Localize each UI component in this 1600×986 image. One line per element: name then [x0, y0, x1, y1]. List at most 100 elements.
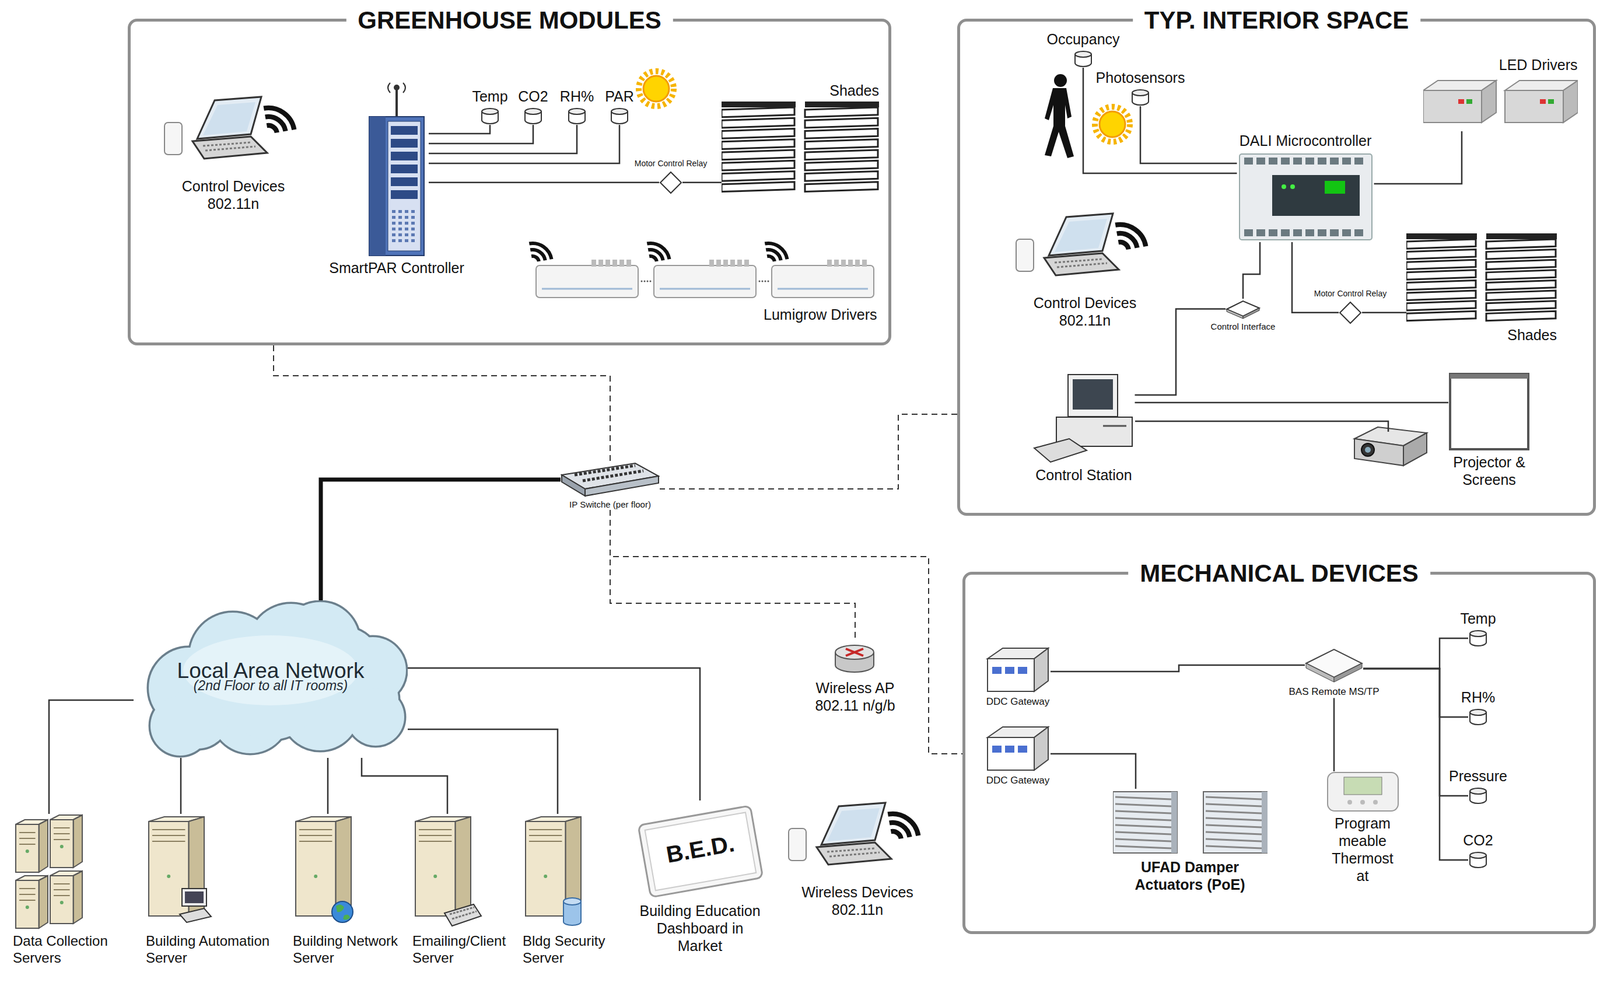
graphic-part: [148, 816, 212, 923]
graphic-part: [721, 149, 795, 160]
graphic-part: [202, 102, 256, 136]
graphic-part: [1327, 772, 1399, 811]
graphic-part: [529, 243, 552, 259]
shades: Shades: [1406, 233, 1557, 344]
graphic-part: [148, 601, 406, 756]
device-label: Building Automation Server: [145, 932, 286, 967]
graphic-part: [391, 209, 396, 213]
device-label: Emailing/Client Server: [412, 932, 524, 967]
graphic-part: DALI Microcontroller: [1239, 131, 1372, 150]
device-icon: [1468, 629, 1489, 647]
graphic-part: [721, 181, 795, 192]
graphic-part: [390, 125, 418, 135]
graphic-part: [716, 259, 721, 267]
graphic-part: [369, 116, 386, 256]
graphic-part: [1486, 249, 1556, 259]
device-label: Wireless Devices: [801, 883, 914, 901]
graphic-part: [1342, 229, 1351, 237]
shades: Shades: [721, 81, 880, 195]
graphic-part: [1072, 379, 1113, 410]
graphic-part: [266, 125, 277, 133]
backbone-link: [320, 479, 561, 601]
graphic-part: [387, 121, 421, 251]
graphic-part: [1504, 90, 1564, 123]
graphic-part: [761, 280, 763, 283]
device-icon: [832, 641, 877, 677]
graphic-part: [411, 221, 415, 225]
graphic-part: [1306, 649, 1363, 682]
graphic-part: LED Drivers: [1499, 55, 1578, 74]
graphic-part: [529, 243, 874, 298]
wire-connector: [428, 124, 620, 164]
graphic-part: [529, 834, 562, 836]
graphic-part: CO2: [1462, 831, 1493, 849]
graphic-part: [1354, 157, 1364, 165]
graphic-part: [1280, 157, 1290, 165]
server: Emailing/Client Server: [412, 813, 524, 967]
graphic-part: Motor Control Relay: [634, 158, 708, 169]
graphic-part: [1329, 157, 1339, 165]
device-icon: [1468, 786, 1489, 805]
graphic-part: B.E.D.Building Education Dashboard in Ma…: [635, 901, 765, 955]
graphic-part: [50, 875, 74, 924]
graphic-part: UFAD Damper Actuators (PoE): [1119, 858, 1260, 894]
graphic-part: [1048, 213, 1113, 256]
graphic-part: [804, 181, 878, 192]
device-label: Shades: [829, 81, 880, 100]
graphic-part: [611, 108, 628, 115]
graphic-part: [192, 136, 268, 159]
graphic-part: [1450, 373, 1529, 450]
graphic-part: CO2: [517, 87, 548, 105]
device-label: 802.11n: [1059, 311, 1112, 329]
device-icon: [1448, 372, 1531, 451]
graphic-part: Building Network Server: [292, 932, 419, 967]
graphic-part: [295, 816, 353, 923]
graphic-part: [387, 82, 406, 93]
device-label: CO2: [517, 87, 548, 105]
network-note: (2nd Floor to all IT rooms): [193, 677, 349, 695]
graphic-part: [643, 280, 646, 283]
graphic-part: [1354, 438, 1404, 466]
graphic-part: [1406, 290, 1476, 300]
graphic-part: [1486, 300, 1556, 311]
graphic-part: [390, 164, 418, 174]
wire-connector: [1362, 312, 1407, 314]
graphic-part: [827, 259, 832, 267]
device-label: DDC Gateway: [986, 695, 1050, 708]
device-icon: [787, 799, 928, 881]
projection-screen: Projector & Screens: [1448, 372, 1531, 489]
graphic-part: [611, 108, 628, 124]
graphic-part: [1486, 270, 1556, 280]
graphic-part: [1469, 788, 1487, 804]
graphic-part: [648, 249, 663, 261]
graphic-part: [1406, 310, 1476, 321]
graphic-part: BAS Remote MS/TP: [1289, 685, 1380, 698]
graphic-part: [390, 177, 418, 187]
bas-remote: BAS Remote MS/TP: [1289, 645, 1380, 698]
control-interface: Control Interface: [1210, 298, 1276, 332]
graphic-part: [531, 256, 539, 262]
graphic-part: [1306, 663, 1335, 682]
graphic-part: [987, 737, 1035, 770]
graphic-part: Control Interface: [1210, 321, 1276, 332]
device-label: SmartPAR Controller: [328, 258, 465, 277]
graphic-part: [1115, 845, 1172, 849]
graphic-part: [788, 828, 807, 861]
graphic-part: [890, 831, 901, 839]
graphic-part: Wireless Devices802.11n: [801, 883, 914, 919]
sun-icon: [638, 71, 674, 107]
ip-switch: IP Switche (per floor): [560, 461, 660, 510]
wire-connector: [407, 667, 700, 801]
graphic-part: [15, 814, 83, 929]
graphic-part: [411, 209, 415, 213]
graphic-part: [433, 874, 437, 878]
graphic-part: [1034, 726, 1049, 770]
graphic-part: [1132, 89, 1149, 96]
graphic-part: Projector & Screens: [1448, 453, 1531, 489]
wire-connector: [1363, 638, 1469, 669]
graphic-part: [1115, 796, 1172, 800]
graphic-part: [1226, 309, 1244, 319]
graphic-part: [1115, 824, 1172, 828]
graphic-part: [1115, 810, 1172, 814]
